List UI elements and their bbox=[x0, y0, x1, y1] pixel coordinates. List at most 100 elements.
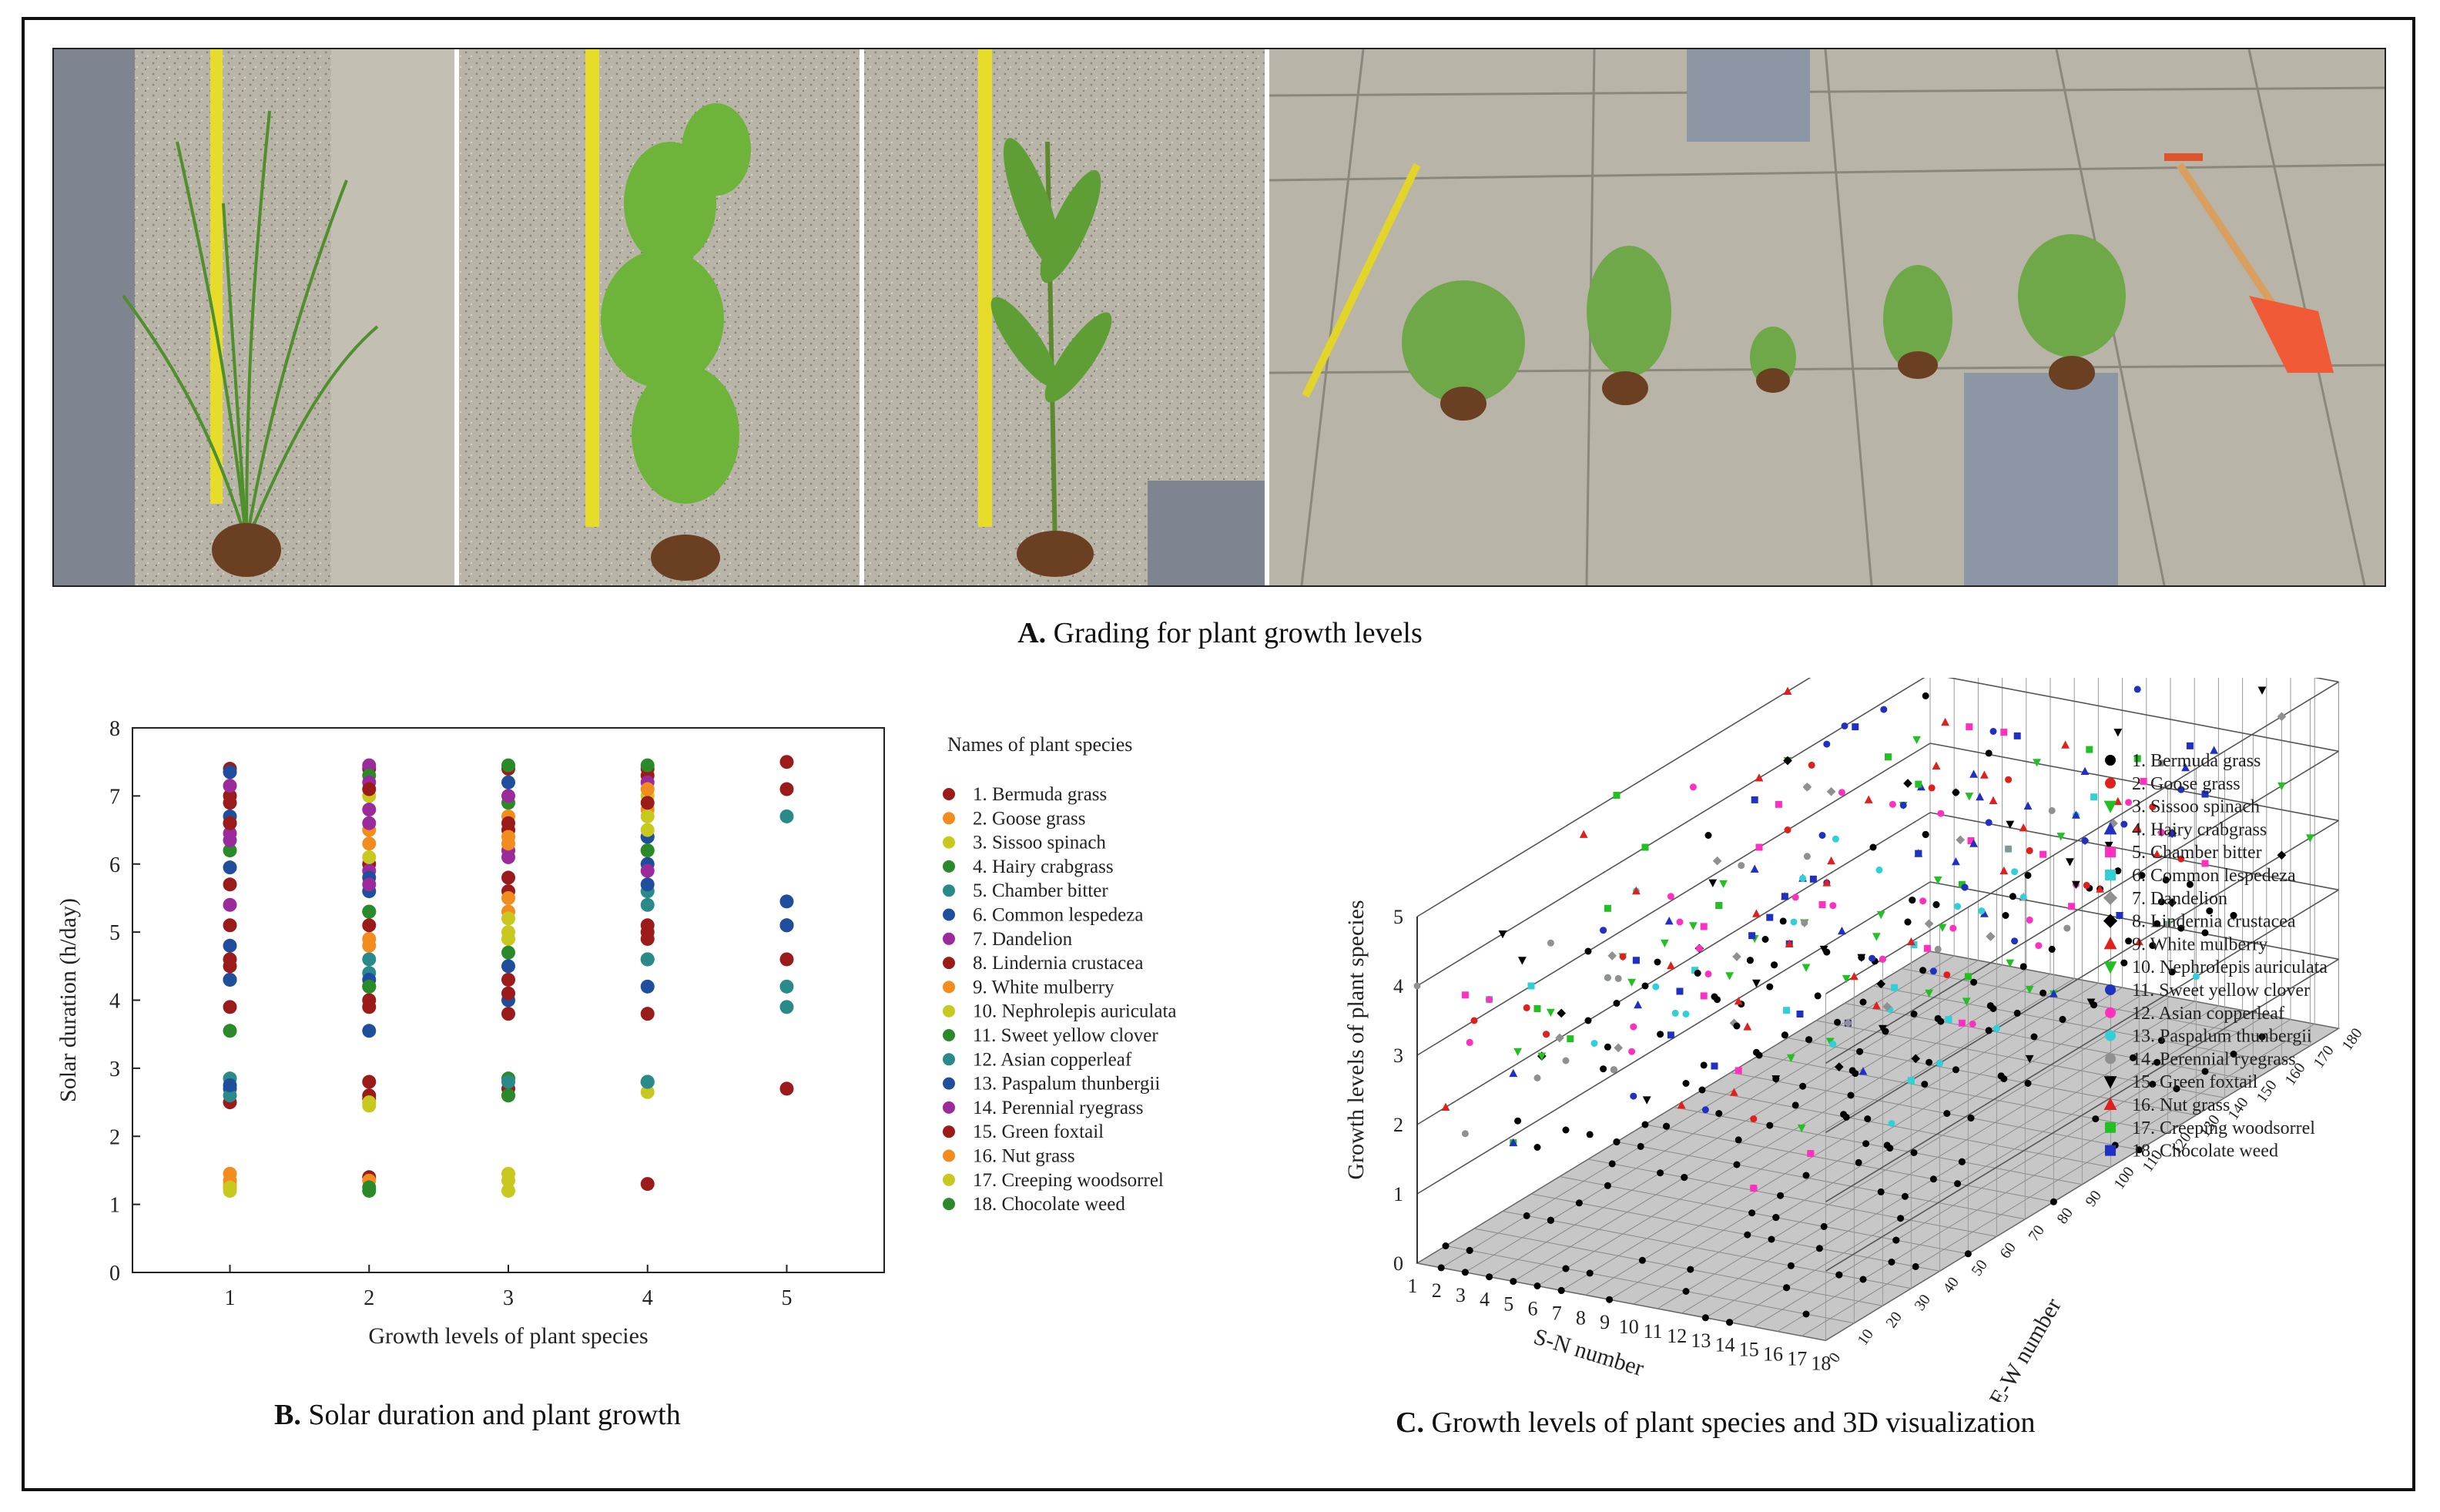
data-point bbox=[640, 1074, 655, 1089]
sample-point bbox=[2050, 989, 2058, 997]
sample-point bbox=[1533, 1074, 1541, 1081]
sample-point bbox=[1877, 1188, 1885, 1195]
sample-point bbox=[1772, 1214, 1780, 1222]
legend-marker bbox=[2105, 755, 2116, 766]
sample-point bbox=[1613, 792, 1621, 799]
floor-grid-line bbox=[1644, 1124, 2054, 1202]
sample-point bbox=[2177, 855, 2185, 863]
x-tick-label: 11 bbox=[1643, 1320, 1662, 1343]
sample-point bbox=[1855, 1158, 1862, 1166]
data-point bbox=[362, 918, 377, 933]
data-point bbox=[779, 918, 794, 933]
sample-point bbox=[1547, 1216, 1554, 1224]
sample-point bbox=[1932, 901, 1940, 908]
data-point bbox=[640, 931, 655, 946]
sample-point bbox=[2068, 903, 2076, 910]
sample-point bbox=[2157, 759, 2165, 767]
sample-point bbox=[1751, 796, 1758, 803]
sample-point bbox=[1989, 796, 1998, 804]
sample-point bbox=[1667, 893, 1674, 900]
legend-label: 2. Goose grass bbox=[2132, 774, 2241, 794]
x-tick-label: 4 bbox=[1480, 1289, 1490, 1311]
sample-point bbox=[1842, 974, 1851, 984]
legend-marker bbox=[2103, 1097, 2117, 1110]
sample-point bbox=[1803, 783, 1811, 791]
y-tick-label: 1 bbox=[109, 1194, 120, 1218]
legend-label: 7. Dandelion bbox=[2132, 889, 2227, 909]
sample-point bbox=[1969, 839, 1978, 847]
sample-point bbox=[1738, 862, 1745, 870]
photo-level-3 bbox=[864, 49, 1265, 585]
sample-point bbox=[2120, 820, 2128, 828]
legend-marker bbox=[2103, 800, 2117, 813]
sample-point bbox=[1823, 740, 1831, 748]
sample-point bbox=[2066, 858, 2074, 867]
data-point bbox=[223, 816, 237, 830]
sample-point bbox=[1704, 832, 1712, 839]
sample-point bbox=[1752, 979, 1761, 988]
x-tick-label: 5 bbox=[1503, 1293, 1513, 1316]
sample-point bbox=[1513, 1048, 1522, 1057]
data-point bbox=[779, 755, 794, 769]
data-point bbox=[501, 931, 515, 946]
sample-point bbox=[1891, 984, 1899, 991]
sample-point bbox=[2030, 1033, 2038, 1041]
legend-marker bbox=[943, 1149, 955, 1162]
sample-point bbox=[2192, 973, 2200, 981]
sample-point bbox=[1862, 1140, 1870, 1148]
sample-point bbox=[1808, 761, 1815, 769]
legend-label: 10. Nephrolepis auriculata bbox=[2132, 957, 2328, 977]
sample-point bbox=[1781, 893, 1788, 900]
sample-point bbox=[1912, 1262, 1919, 1270]
data-point bbox=[640, 952, 655, 967]
floor-grid-line bbox=[1758, 1054, 2168, 1133]
sample-point bbox=[1461, 1130, 1469, 1138]
x-tick-label: 5 bbox=[781, 1286, 792, 1310]
sample-point bbox=[1822, 878, 1832, 887]
legend-label: 3. Sissoo spinach bbox=[973, 833, 1106, 853]
data-point bbox=[223, 1088, 237, 1103]
sample-point bbox=[1555, 1033, 1564, 1043]
sample-point bbox=[1752, 909, 1761, 917]
y-tick-label: 40 bbox=[1939, 1274, 1962, 1296]
sample-point bbox=[2006, 820, 2015, 829]
sample-point bbox=[1677, 1101, 1686, 1109]
sample-point bbox=[2230, 912, 2237, 919]
sample-point bbox=[1733, 1161, 1741, 1168]
sample-point bbox=[1823, 948, 1831, 956]
data-point bbox=[362, 1000, 377, 1014]
sample-point bbox=[1671, 1009, 1679, 1017]
sample-point bbox=[1986, 1002, 1994, 1010]
sample-point bbox=[1725, 972, 1734, 981]
sample-point bbox=[2033, 759, 2041, 767]
z-axis-label: Growth levels of plant species bbox=[1343, 900, 1369, 1179]
x-tick-label: 15 bbox=[1739, 1339, 1759, 1361]
x-tick-label: 3 bbox=[503, 1286, 514, 1310]
sample-point bbox=[2080, 766, 2090, 775]
sample-point bbox=[1657, 1169, 1664, 1177]
sample-point bbox=[1835, 1271, 1843, 1279]
sample-point bbox=[1610, 1066, 1617, 1074]
x-tick-label: 4 bbox=[642, 1286, 653, 1310]
sample-point bbox=[1567, 1035, 1574, 1043]
legend-marker bbox=[2105, 1007, 2116, 1018]
sample-point bbox=[1632, 957, 1640, 964]
data-point bbox=[640, 758, 655, 773]
legend-marker bbox=[2105, 1053, 2116, 1064]
sample-point bbox=[2167, 829, 2177, 837]
sample-point bbox=[1847, 1091, 1855, 1099]
sample-point bbox=[1682, 1288, 1690, 1295]
sample-point bbox=[1533, 1282, 1541, 1289]
sample-point bbox=[2019, 963, 2027, 971]
legend-marker bbox=[2105, 1121, 2116, 1133]
legend-marker bbox=[943, 1029, 955, 1041]
sample-point bbox=[1761, 936, 1769, 943]
sample-point bbox=[1970, 978, 1978, 986]
y-tick-label: 90 bbox=[2082, 1188, 2104, 1210]
x-tick-label: 1 bbox=[1408, 1275, 1418, 1297]
legend-label: 3. Sissoo spinach bbox=[2132, 797, 2260, 817]
sample-point bbox=[1858, 1067, 1868, 1075]
sample-point bbox=[2186, 742, 2194, 749]
sample-point bbox=[1614, 1043, 1624, 1053]
sample-point bbox=[2201, 929, 2209, 937]
